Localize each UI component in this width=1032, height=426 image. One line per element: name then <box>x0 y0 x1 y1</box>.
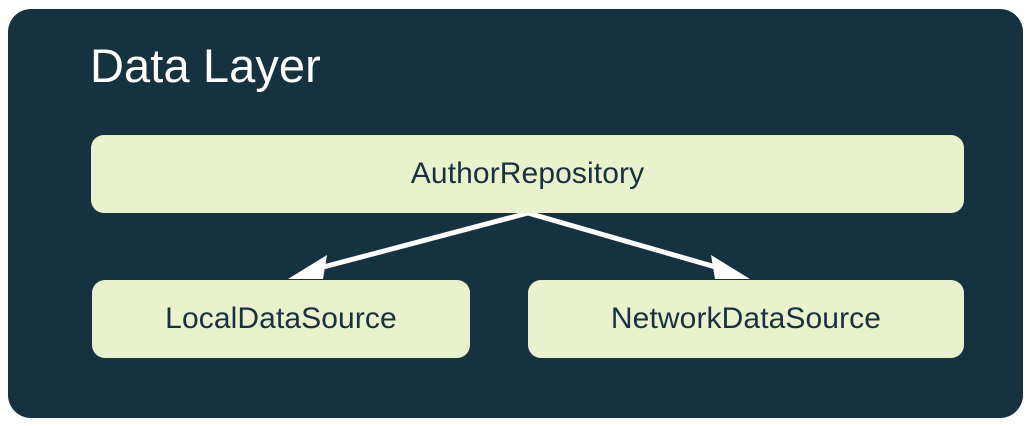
page-title: Data Layer <box>90 39 321 92</box>
node-author-repository-label: AuthorRepository <box>410 157 645 190</box>
node-local-data-source-label: LocalDataSource <box>165 302 397 335</box>
node-network-data-source-label: NetworkDataSource <box>610 302 882 335</box>
node-author-repository[interactable]: AuthorRepository <box>91 135 964 213</box>
node-local-data-source[interactable]: LocalDataSource <box>92 280 470 358</box>
node-network-data-source[interactable]: NetworkDataSource <box>528 280 964 358</box>
